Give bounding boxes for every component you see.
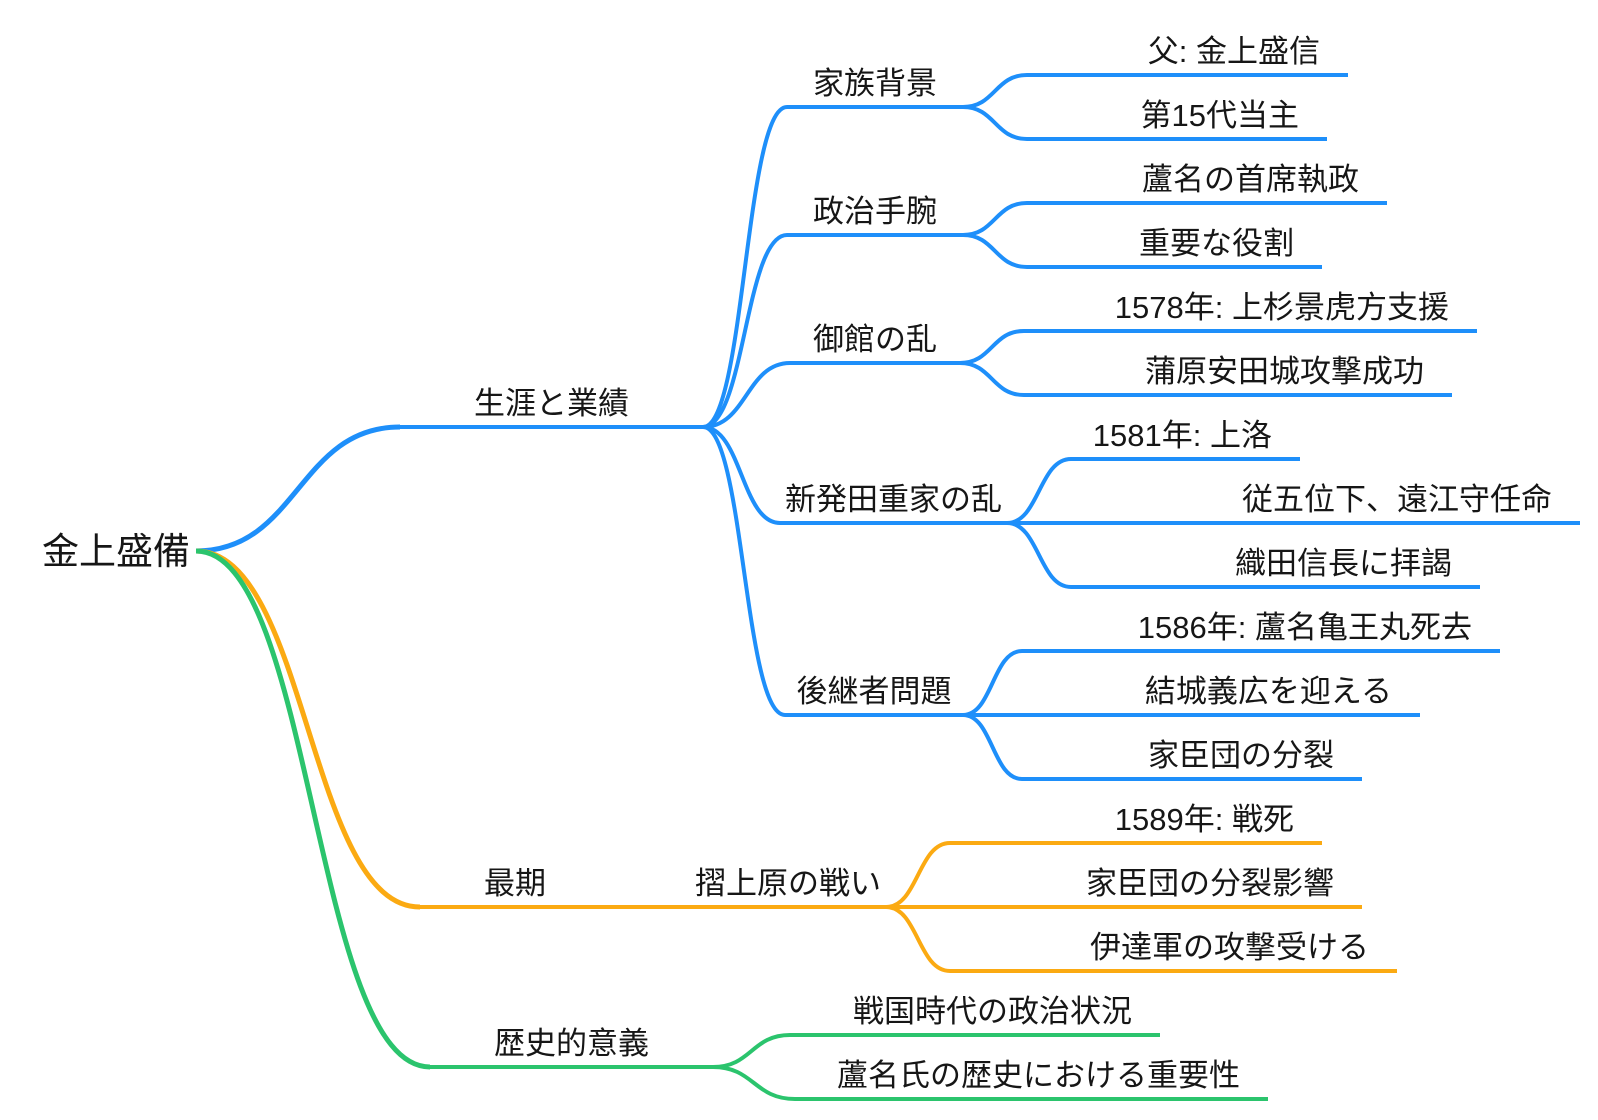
mindmap-branch-node[interactable]: 後継者問題 bbox=[785, 671, 963, 717]
mindmap-link bbox=[702, 361, 791, 429]
mindmap-leaf-node[interactable]: 家臣団の分裂影響 bbox=[950, 863, 1362, 909]
mindmap-link bbox=[195, 548, 431, 1070]
mindmap-link bbox=[885, 905, 951, 973]
mindmap-leaf-node[interactable]: 蘆名の首席執政 bbox=[1027, 159, 1387, 205]
mindmap-link bbox=[959, 361, 1025, 397]
mindmap-link bbox=[195, 424, 401, 554]
mindmap-root-node[interactable]: 金上盛備 bbox=[42, 530, 190, 572]
mindmap-leaf-node[interactable]: 家臣団の分裂 bbox=[1022, 735, 1362, 781]
mindmap-leaf-node[interactable]: 従五位下、遠江守任命 bbox=[1071, 479, 1580, 525]
mindmap-link bbox=[702, 425, 786, 717]
mindmap-link bbox=[1006, 521, 1072, 589]
mindmap-branch-node[interactable]: 歴史的意義 bbox=[430, 1023, 713, 1069]
mindmap-link bbox=[962, 105, 1028, 141]
mindmap-leaf-node[interactable]: 1578年: 上杉景虎方支援 bbox=[1024, 287, 1477, 333]
mindmap-leaf-node[interactable]: 織田信長に拝謁 bbox=[1071, 543, 1480, 589]
mindmap-leaf-node[interactable]: 伊達軍の攻撃受ける bbox=[950, 927, 1397, 973]
mindmap-link bbox=[702, 233, 788, 429]
mindmap-link bbox=[1006, 457, 1072, 525]
mindmap-branch-node[interactable]: 新発田重家の乱 bbox=[780, 479, 1007, 525]
mindmap-link bbox=[702, 425, 781, 525]
mindmap-link bbox=[702, 105, 788, 429]
mindmap-leaf-node[interactable]: 蘆名氏の歴史における重要性 bbox=[795, 1055, 1268, 1101]
mindmap-leaf-node[interactable]: 1589年: 戦死 bbox=[950, 799, 1322, 845]
mindmap-branch-node[interactable]: 政治手腕 bbox=[787, 191, 963, 237]
mindmap-leaf-node[interactable]: 結城義広を迎える bbox=[1022, 671, 1420, 717]
mindmap-link bbox=[195, 548, 421, 910]
mindmap-branch-node[interactable]: 摺上原の戦い bbox=[690, 863, 886, 909]
mindmap-leaf-node[interactable]: 1586年: 蘆名亀王丸死去 bbox=[1022, 607, 1500, 653]
mindmap-leaf-node[interactable]: 蒲原安田城攻撃成功 bbox=[1024, 351, 1452, 397]
mindmap-branch-node[interactable]: 生涯と業績 bbox=[400, 383, 703, 429]
mindmap-link bbox=[962, 233, 1028, 269]
mindmap-link bbox=[712, 1065, 796, 1101]
mindmap-leaf-node[interactable]: 父: 金上盛信 bbox=[1027, 31, 1348, 77]
mindmap-branch-node[interactable]: 御館の乱 bbox=[790, 319, 960, 365]
mindmap-leaf-node[interactable]: 1581年: 上洛 bbox=[1071, 415, 1300, 461]
mindmap-leaf-node[interactable]: 重要な役割 bbox=[1027, 223, 1322, 269]
mindmap-link bbox=[962, 713, 1023, 781]
mindmap-link bbox=[885, 841, 951, 909]
mindmap-leaf-node[interactable]: 第15代当主 bbox=[1027, 95, 1327, 141]
mindmap-leaf-node[interactable]: 戦国時代の政治状況 bbox=[790, 991, 1160, 1037]
mindmap-branch-node[interactable]: 家族背景 bbox=[787, 63, 963, 109]
mindmap-branch-node[interactable]: 最期 bbox=[420, 863, 610, 909]
mindmap-link bbox=[962, 649, 1023, 717]
